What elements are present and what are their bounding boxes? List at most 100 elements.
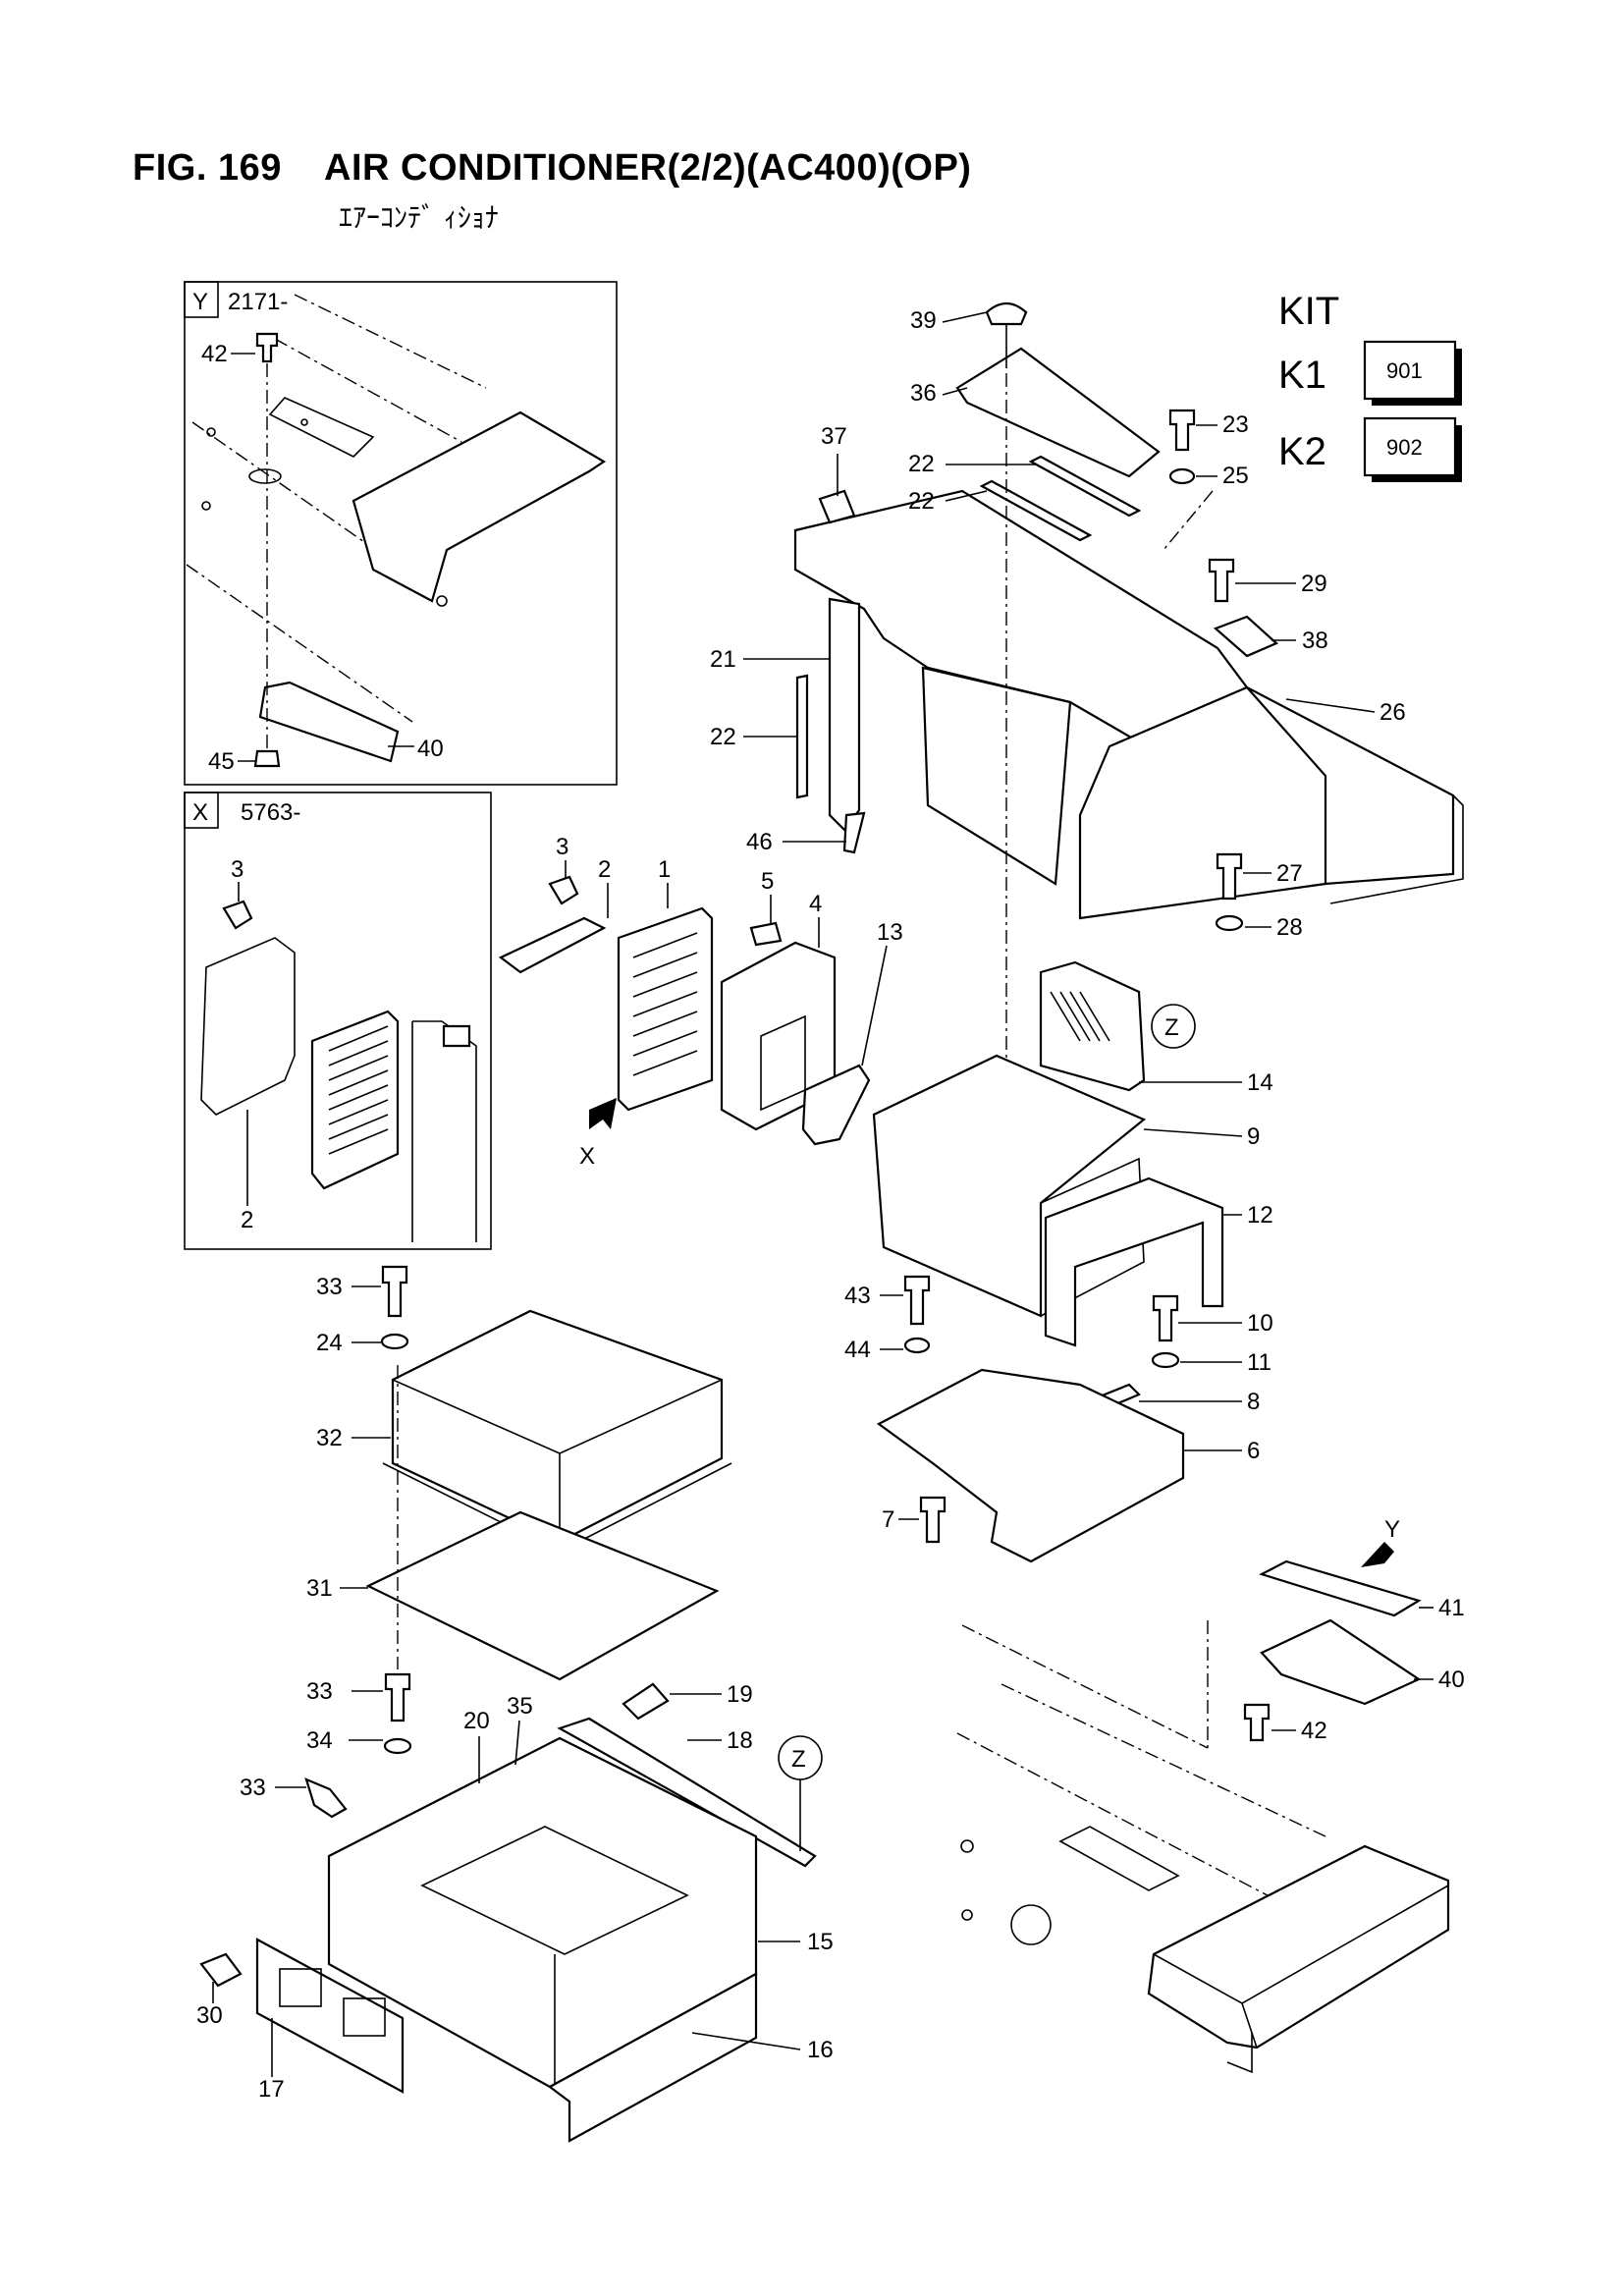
part-43-bolt (903, 1275, 931, 1326)
floor-slot (1058, 1826, 1180, 1891)
inset-y-letter: Y (192, 289, 208, 315)
inset-x-housing (411, 1020, 477, 1242)
floor-bracket (1147, 1844, 1450, 2050)
callout-23: 23 (1222, 411, 1249, 438)
inset-y-pad (258, 681, 400, 763)
part-1-filter (617, 906, 714, 1112)
callout-20: 20 (463, 1708, 490, 1734)
callout-leader-36 (942, 387, 968, 396)
part-25-washer (1168, 467, 1196, 485)
inset-x: X 5763- 3 2 (184, 792, 492, 1250)
kit-legend: KIT K1 901 K2 902 (1278, 290, 1462, 482)
figure-number: FIG. 169 (133, 147, 282, 189)
part-19-fitting (622, 1682, 670, 1721)
callout-41: 41 (1438, 1595, 1465, 1621)
part-3-wingbolt (548, 875, 579, 905)
part-22-strip-side (795, 674, 809, 799)
figure-name: AIR CONDITIONER(2/2)(AC400)(OP) (324, 147, 972, 189)
callout-11: 11 (1247, 1349, 1271, 1376)
callout-42: 42 (1301, 1718, 1327, 1744)
inset-x-callout-2: 2 (241, 1207, 253, 1233)
inset-y-cover-bracket (352, 410, 607, 603)
part-36-plate (955, 347, 1161, 478)
callout-22: 22 (710, 724, 736, 750)
callout-1: 1 (658, 856, 671, 883)
callout-2: 2 (598, 856, 611, 883)
callout-38: 38 (1302, 628, 1328, 654)
part-7-bolt (919, 1496, 947, 1544)
part-38-plate (1213, 615, 1279, 658)
callout-5: 5 (761, 868, 774, 895)
callout-leader-26 (1285, 698, 1376, 713)
inset-y-serial: 2171- (228, 289, 288, 315)
inset-y: Y 2171- 42 45 40 (184, 281, 618, 786)
callout-30: 30 (196, 2002, 223, 2029)
part-39-knob (985, 301, 1028, 326)
part-30-bolt (199, 1952, 243, 1988)
part-21-front-panel (921, 666, 1072, 886)
part-16-lower-box (547, 1972, 758, 2143)
base-box (199, 1736, 758, 2143)
callout-leader-13 (861, 945, 888, 1066)
callout-14: 14 (1247, 1069, 1273, 1096)
callout-44: 44 (844, 1337, 871, 1363)
view-marker-x: X (579, 1143, 595, 1170)
view-marker-z-upper: Z (1164, 1014, 1179, 1041)
kit-k1-box (1363, 340, 1457, 401)
inset-y-nut-45 (253, 749, 281, 768)
part-11-washer (1151, 1351, 1180, 1369)
part-28-washer (1215, 914, 1244, 932)
kit-k2-box (1363, 416, 1457, 477)
kit-k2-code: 902 (1386, 435, 1423, 460)
callout-32: 32 (316, 1425, 343, 1451)
lower-cover-stack (304, 1265, 817, 1868)
callout-39: 39 (910, 307, 937, 334)
part-17-panel (255, 1938, 405, 2094)
part-32-cover (391, 1309, 724, 1544)
part-14-gasket (1039, 960, 1146, 1092)
kit-heading: KIT (1278, 290, 1339, 333)
part-41-gasket (1259, 1559, 1422, 1617)
callout-4: 4 (809, 891, 822, 917)
part-23-bolt (1168, 409, 1196, 452)
callout-34: 34 (306, 1727, 333, 1754)
callout-16: 16 (807, 2037, 834, 2063)
inset-x-letter-box (184, 792, 219, 829)
part-26-rear-panel (1078, 685, 1327, 920)
callout-28: 28 (1276, 914, 1303, 941)
inset-y-callout-45: 45 (208, 748, 235, 775)
part-10-bolt (1152, 1294, 1179, 1342)
part-22-strip-mid (979, 479, 1093, 542)
inset-y-slot (268, 397, 375, 458)
callout-31: 31 (306, 1575, 333, 1602)
part-2-bracket (498, 916, 607, 974)
callout-18: 18 (727, 1727, 753, 1754)
callout-12: 12 (1247, 1202, 1273, 1229)
callout-6: 6 (1247, 1438, 1260, 1464)
inset-y-callout-40: 40 (417, 736, 444, 762)
part-33-bolt-mid (384, 1672, 411, 1722)
part-22-strip-top (1028, 455, 1142, 518)
callout-19: 19 (727, 1681, 753, 1708)
part-42-bolt (1243, 1703, 1271, 1742)
kit-k2-label: K2 (1278, 430, 1326, 473)
part-6-tray (876, 1368, 1185, 1563)
callout-37: 37 (821, 423, 847, 450)
inset-y-floor-plate (186, 294, 487, 723)
inset-y-callout-42: 42 (201, 341, 228, 367)
inset-x-serial: 5763- (241, 799, 300, 826)
part-13-gasket (801, 1064, 871, 1146)
view-arrow-x (589, 1098, 617, 1129)
upper-duct-assembly (793, 301, 1464, 1090)
callout-leader-9 (1143, 1128, 1243, 1137)
callout-46: 46 (746, 829, 773, 855)
callout-leader-35 (514, 1720, 520, 1766)
callout-8: 8 (1247, 1389, 1260, 1415)
part-31-gasket (365, 1510, 720, 1681)
floor-section (956, 1542, 1450, 2074)
callout-leader-16 (691, 2032, 801, 2050)
callout-leader-39 (942, 311, 988, 323)
inset-y-frame (184, 281, 618, 786)
